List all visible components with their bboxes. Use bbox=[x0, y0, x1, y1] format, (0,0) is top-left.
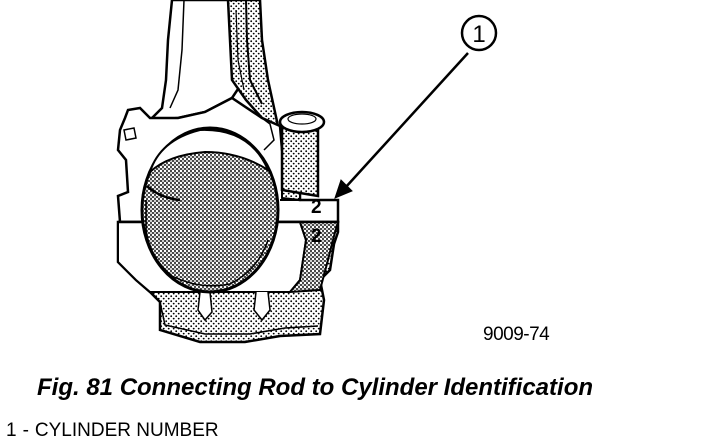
cylinder-stamp-cap: 2 bbox=[311, 226, 322, 247]
legend-item: 1-CYLINDER NUMBER bbox=[6, 419, 219, 443]
rod-bolt bbox=[278, 110, 326, 198]
legend-number: 1 bbox=[6, 420, 17, 441]
bearing-bore bbox=[140, 126, 280, 294]
legend-text: CYLINDER NUMBER bbox=[34, 420, 219, 441]
figure-caption: Fig. 81 Connecting Rod to Cylinder Ident… bbox=[37, 374, 594, 401]
callout-number: 1 bbox=[472, 21, 485, 48]
callout-leader bbox=[334, 52, 469, 199]
cylinder-stamp-rod: 2 bbox=[311, 197, 322, 218]
callout-1: 1 bbox=[460, 14, 498, 52]
figure-code: 9009-74 bbox=[483, 324, 550, 345]
rod-beam bbox=[146, 0, 280, 129]
legend-separator: - bbox=[22, 420, 29, 441]
